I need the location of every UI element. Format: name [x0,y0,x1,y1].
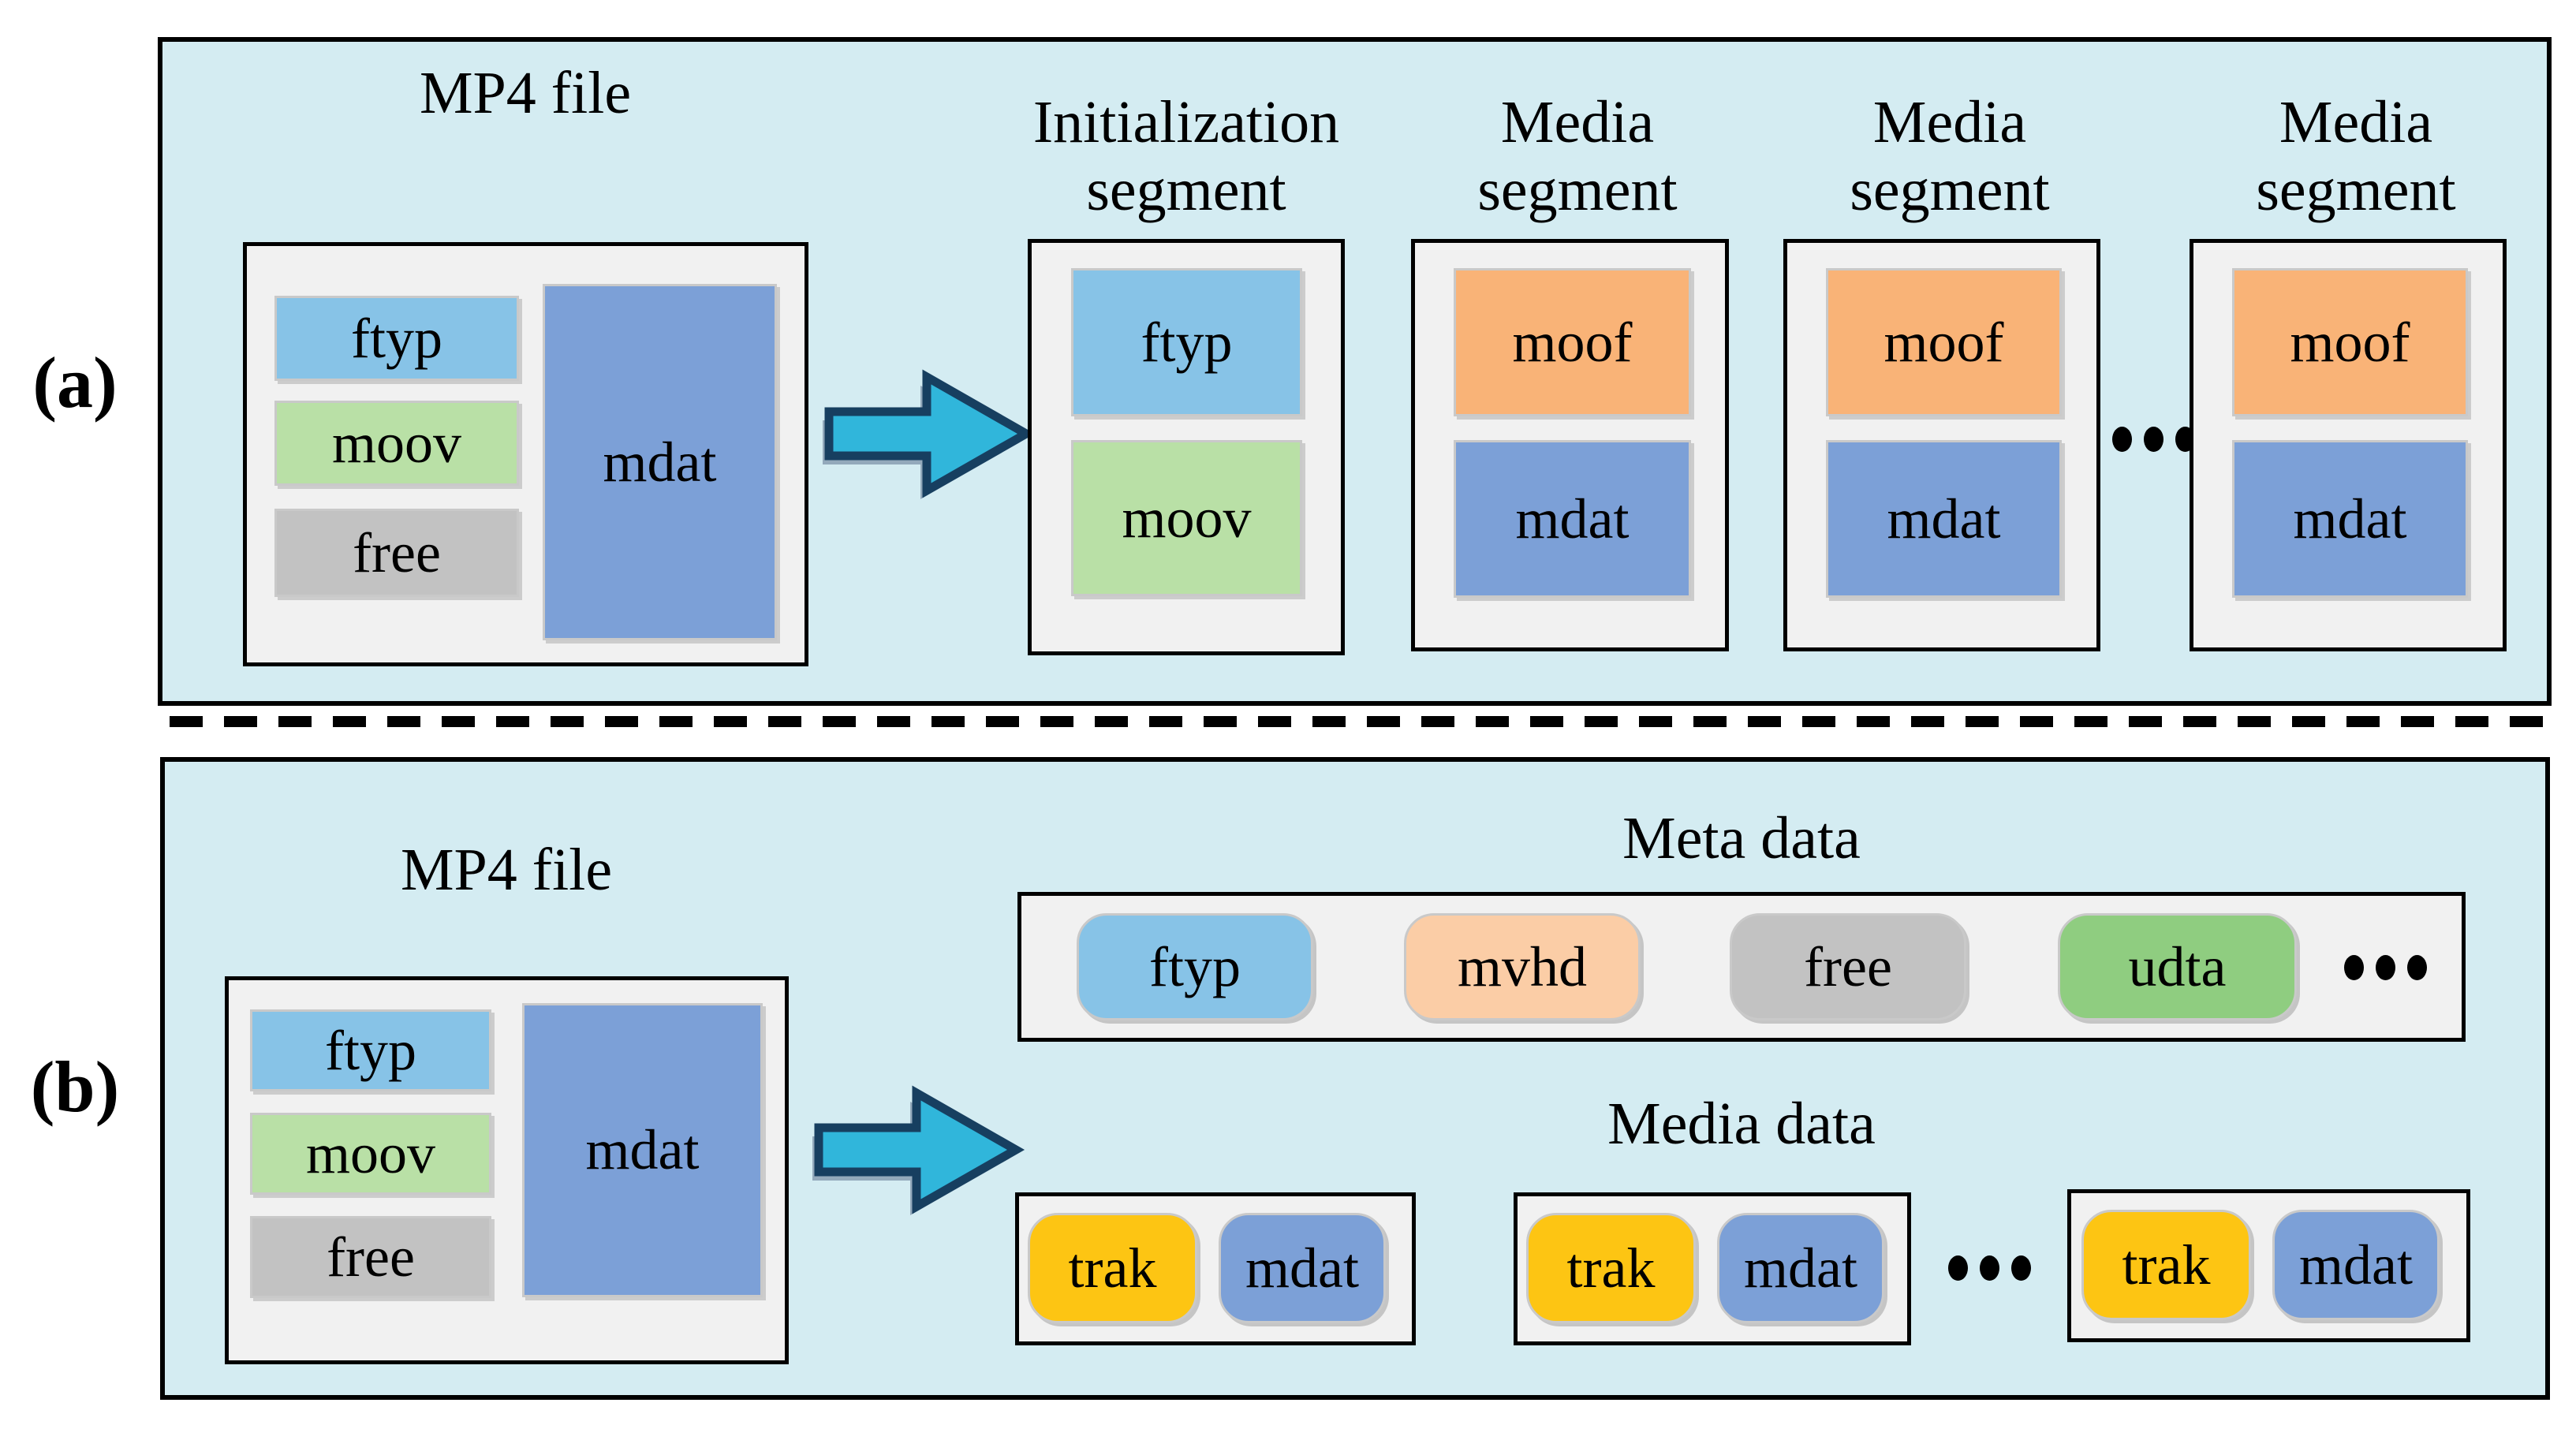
media-data-2-mdat: mdat [1717,1213,1884,1323]
media-data-3-trak: trak [2081,1210,2251,1320]
meta-udta-box: udta [2058,913,2297,1020]
media-segment-3-title: Media segment [2256,89,2456,223]
panel-a-label: (a) [32,342,118,423]
dot-icon [1980,1255,1999,1281]
meta-ftyp-box: ftyp [1077,913,1313,1020]
free-box-a: free [274,509,519,597]
meta-free-box: free [1730,913,1966,1020]
transform-arrow-a [823,369,1036,499]
media-segment-2-title: Media segment [1850,89,2050,223]
dot-icon [2344,955,2364,980]
ellipsis-icon [2112,427,2195,452]
meta-data-title: Meta data [1622,805,1861,871]
meta-mvhd-box: mvhd [1404,913,1641,1020]
mp4-file-title-a: MP4 file [419,60,632,126]
media-segment-1-mdat: mdat [1454,440,1691,598]
media-segment-2-mdat: mdat [1826,440,2062,598]
panel-b-label: (b) [30,1046,120,1127]
dot-icon [1948,1255,1968,1281]
free-box-b: free [250,1216,491,1298]
mdat-box-a: mdat [543,284,777,640]
media-data-1-trak: trak [1028,1213,1197,1323]
transform-arrow-b [812,1085,1025,1215]
mp4-file-title-b: MP4 file [400,837,613,903]
media-data-1-mdat: mdat [1219,1213,1386,1323]
dot-icon [2011,1255,2031,1281]
media-data-3-mdat: mdat [2272,1210,2440,1320]
section-divider [170,716,2563,727]
media-segment-2-moof: moof [1826,268,2062,416]
ftyp-box-a: ftyp [274,296,519,381]
media-segment-1-title: Media segment [1477,89,1678,223]
dot-icon [2112,427,2132,452]
ellipsis-icon [2344,955,2427,980]
init-moov-box: moov [1071,440,1302,596]
moov-box-a: moov [274,401,519,486]
ftyp-box-b: ftyp [250,1009,491,1091]
media-segment-1-moof: moof [1454,268,1691,416]
media-data-title: Media data [1607,1091,1876,1157]
media-segment-3-mdat: mdat [2232,440,2468,598]
init-segment-title: Initialization segment [1032,89,1340,223]
media-data-2-trak: trak [1526,1213,1696,1323]
dot-icon [2407,955,2427,980]
dot-icon [2144,427,2163,452]
moov-box-b: moov [250,1113,491,1195]
media-segment-3-moof: moof [2232,268,2468,416]
dot-icon [2376,955,2395,980]
mdat-box-b: mdat [522,1003,763,1297]
ellipsis-icon [1948,1255,2031,1281]
init-ftyp-box: ftyp [1071,268,1302,416]
